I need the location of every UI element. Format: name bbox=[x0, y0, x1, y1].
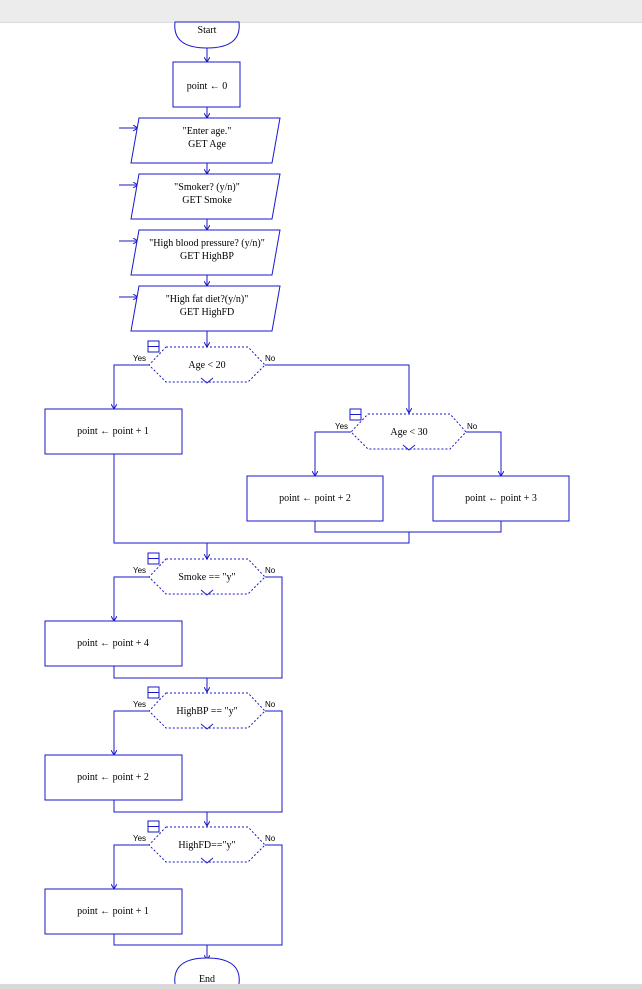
yes-label: Yes bbox=[133, 834, 146, 843]
input-smoke[interactable]: "Smoker? (y/n)" GET Smoke bbox=[130, 173, 281, 220]
no-label: No bbox=[265, 354, 276, 363]
process-init[interactable]: point ← 0 bbox=[172, 61, 241, 108]
decision-smoke-label: Smoke == "y" bbox=[178, 572, 235, 583]
decision-age-30-label: Age < 30 bbox=[390, 427, 427, 438]
decision-smoke[interactable]: Smoke == "y" Yes No bbox=[133, 552, 276, 596]
process-point-plus-2[interactable]: point ← point + 2 bbox=[246, 475, 384, 522]
input-age[interactable]: "Enter age." GET Age bbox=[130, 117, 281, 164]
flow-edges bbox=[114, 48, 501, 960]
no-label: No bbox=[265, 834, 276, 843]
process-init-label: point ← 0 bbox=[187, 81, 228, 92]
toolbar-strip bbox=[0, 0, 642, 23]
input-highbp-line2: GET HighBP bbox=[180, 251, 234, 262]
process-point-plus-3[interactable]: point ← point + 3 bbox=[432, 475, 570, 522]
input-age-line1: "Enter age." bbox=[183, 126, 232, 137]
decision-highfd-label: HighFD=="y" bbox=[178, 840, 235, 851]
process-label: point ← point + 1 bbox=[77, 426, 149, 437]
process-label: point ← point + 3 bbox=[465, 493, 537, 504]
process-point-plus-1[interactable]: point ← point + 1 bbox=[44, 408, 183, 455]
yes-label: Yes bbox=[133, 700, 146, 709]
end-terminal[interactable]: End bbox=[174, 957, 240, 985]
input-highbp[interactable]: "High blood pressure? (y/n)" GET HighBP bbox=[130, 229, 281, 276]
input-age-line2: GET Age bbox=[188, 139, 226, 150]
no-label: No bbox=[265, 566, 276, 575]
end-label: End bbox=[199, 974, 215, 985]
input-highfd-line2: GET HighFD bbox=[180, 307, 235, 318]
yes-label: Yes bbox=[335, 422, 348, 431]
horizontal-scrollbar[interactable] bbox=[0, 984, 642, 989]
no-label: No bbox=[265, 700, 276, 709]
process-point-plus-2-bp[interactable]: point ← point + 2 bbox=[44, 754, 183, 801]
process-point-plus-1-fd[interactable]: point ← point + 1 bbox=[44, 888, 183, 935]
process-label: point ← point + 1 bbox=[77, 906, 149, 917]
input-highbp-line1: "High blood pressure? (y/n)" bbox=[149, 238, 265, 249]
process-label: point ← point + 2 bbox=[279, 493, 351, 504]
input-smoke-line1: "Smoker? (y/n)" bbox=[174, 182, 240, 193]
decision-highbp[interactable]: HighBP == "y" Yes No bbox=[133, 686, 276, 730]
decision-highfd[interactable]: HighFD=="y" Yes No bbox=[133, 820, 276, 864]
decision-highbp-label: HighBP == "y" bbox=[176, 706, 237, 717]
input-highfd-line1: "High fat diet?(y/n)" bbox=[166, 294, 249, 305]
decision-age-20-label: Age < 20 bbox=[188, 360, 225, 371]
input-smoke-line2: GET Smoke bbox=[182, 195, 232, 206]
process-point-plus-4[interactable]: point ← point + 4 bbox=[44, 620, 183, 667]
start-label: Start bbox=[198, 25, 217, 36]
process-label: point ← point + 2 bbox=[77, 772, 149, 783]
start-terminal[interactable]: Start bbox=[174, 21, 240, 49]
decision-age-30[interactable]: Age < 30 Yes No bbox=[335, 408, 478, 451]
decision-age-20[interactable]: Age < 20 Yes No bbox=[133, 340, 276, 384]
process-label: point ← point + 4 bbox=[77, 638, 149, 649]
input-highfd[interactable]: "High fat diet?(y/n)" GET HighFD bbox=[130, 285, 281, 332]
no-label: No bbox=[467, 422, 478, 431]
yes-label: Yes bbox=[133, 566, 146, 575]
yes-label: Yes bbox=[133, 354, 146, 363]
